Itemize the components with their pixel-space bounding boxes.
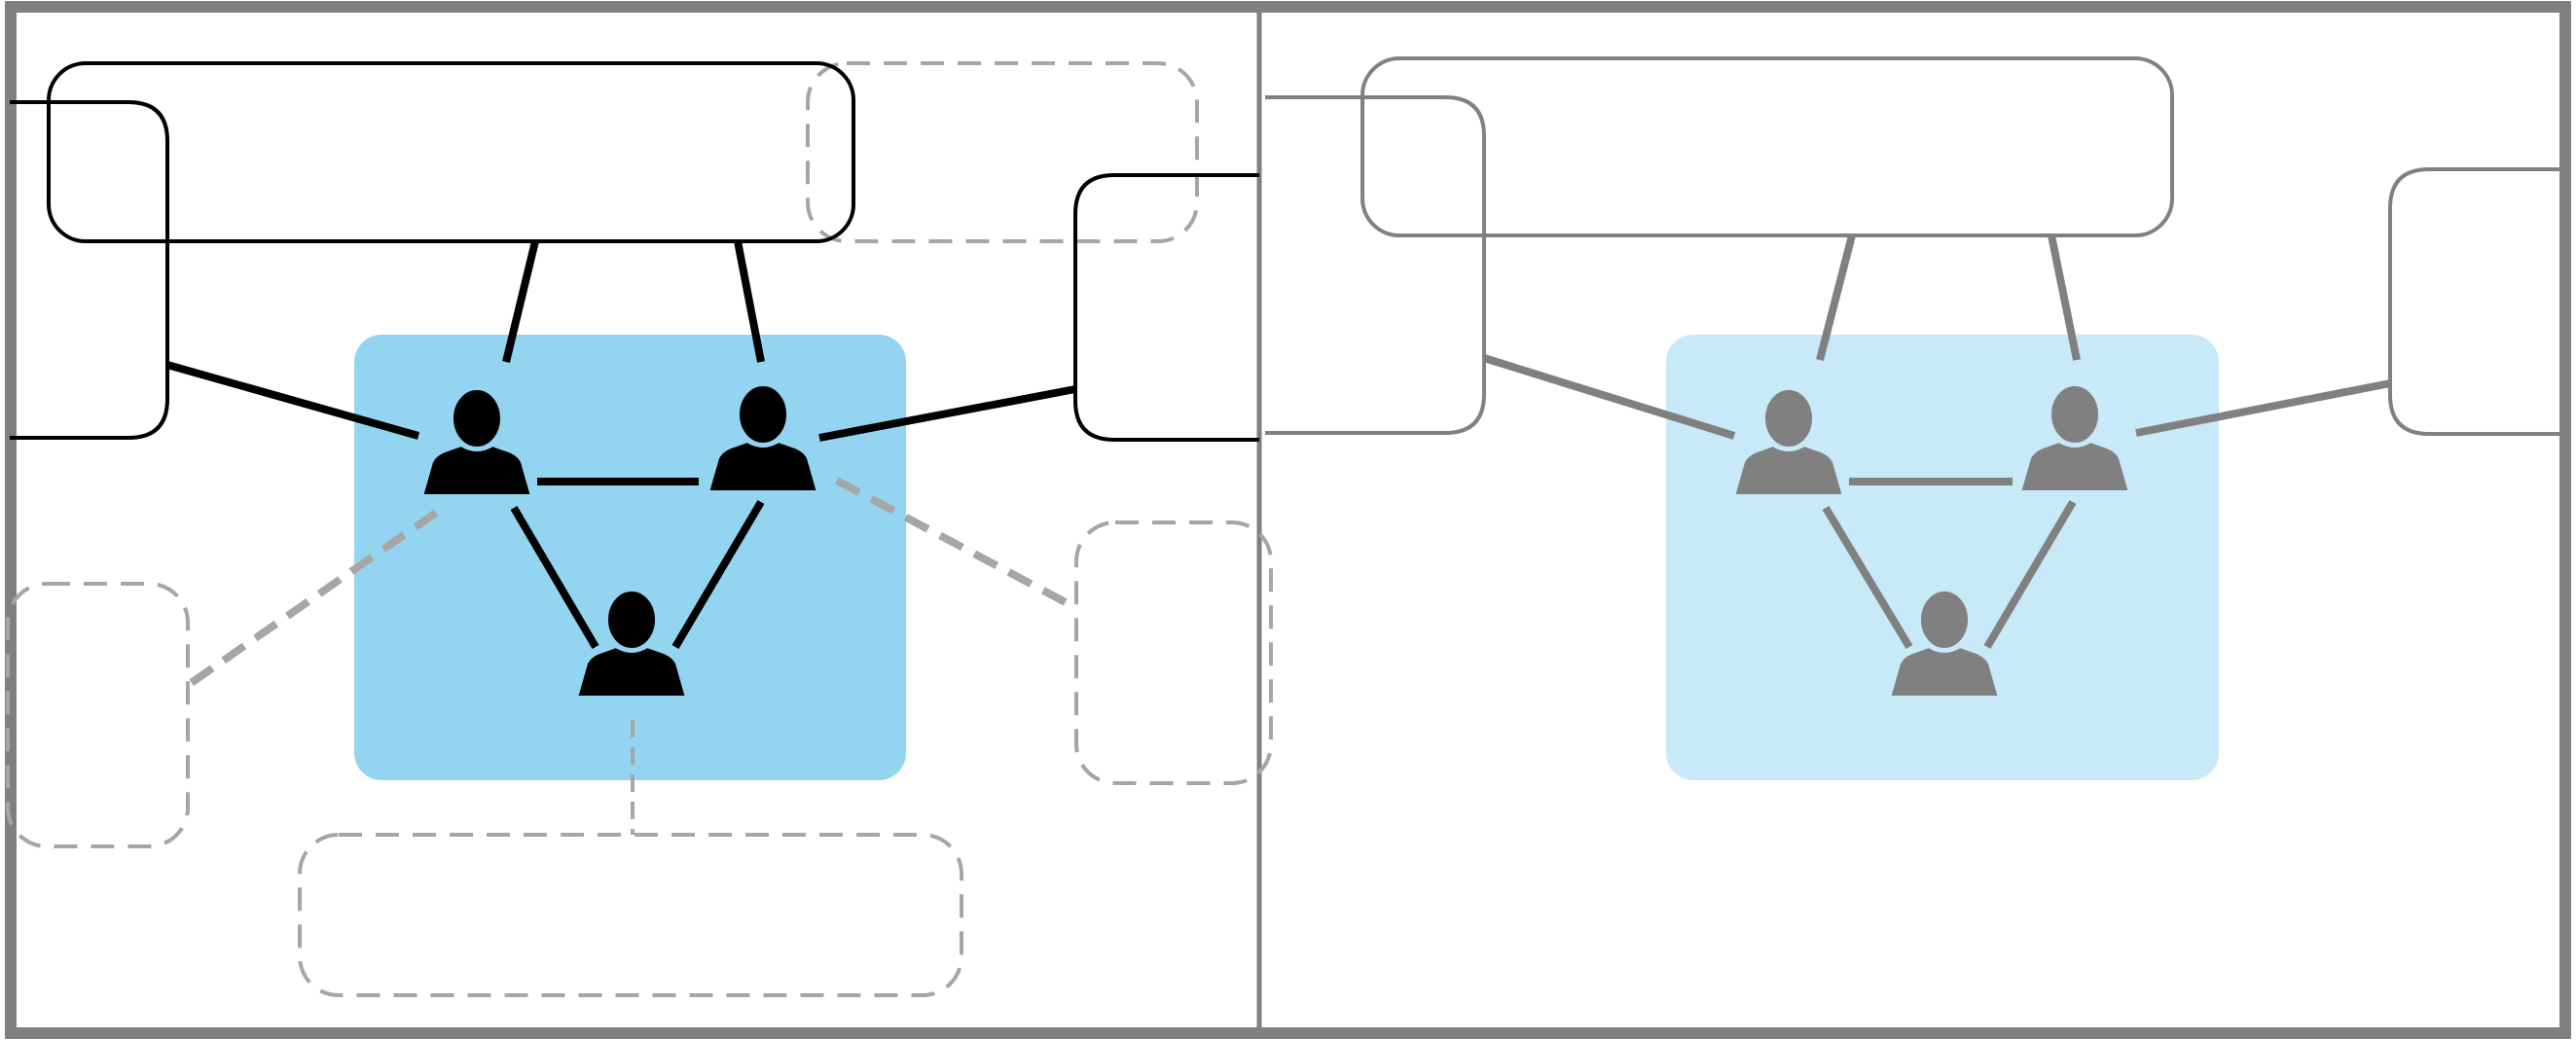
container-box-right [2388,167,2561,436]
group-box [1666,335,2219,780]
link-left-box [1482,354,1736,440]
container-box-left [10,100,169,440]
dashed-box-left [6,582,190,848]
link-top-left [502,240,539,363]
container-box-top [1361,56,2174,237]
link-top-right [2048,234,2081,361]
outer-frame [5,1,2571,1039]
dashed-box-bottom [298,833,963,997]
dashed-link-left [184,509,439,690]
link-top-right [734,240,765,363]
container-box-top [47,61,855,243]
dashed-link-right [835,477,1078,612]
link-person-b-c [671,499,765,650]
left-panel [6,61,1273,997]
right-panel [1265,56,2561,780]
link-person-a-c [510,505,599,650]
link-left-box [165,361,420,440]
link-top-left [1816,234,1856,361]
dashed-box-right [1074,520,1273,785]
container-box-right [1073,173,1259,442]
dashed-box-top [806,61,1199,243]
link-right-box [818,385,1076,442]
link-person-b-c [1983,499,2077,650]
link-person-a-c [1822,505,1913,650]
container-box-left [1265,95,1486,435]
group-box [354,335,906,780]
link-right-box [2135,379,2391,437]
